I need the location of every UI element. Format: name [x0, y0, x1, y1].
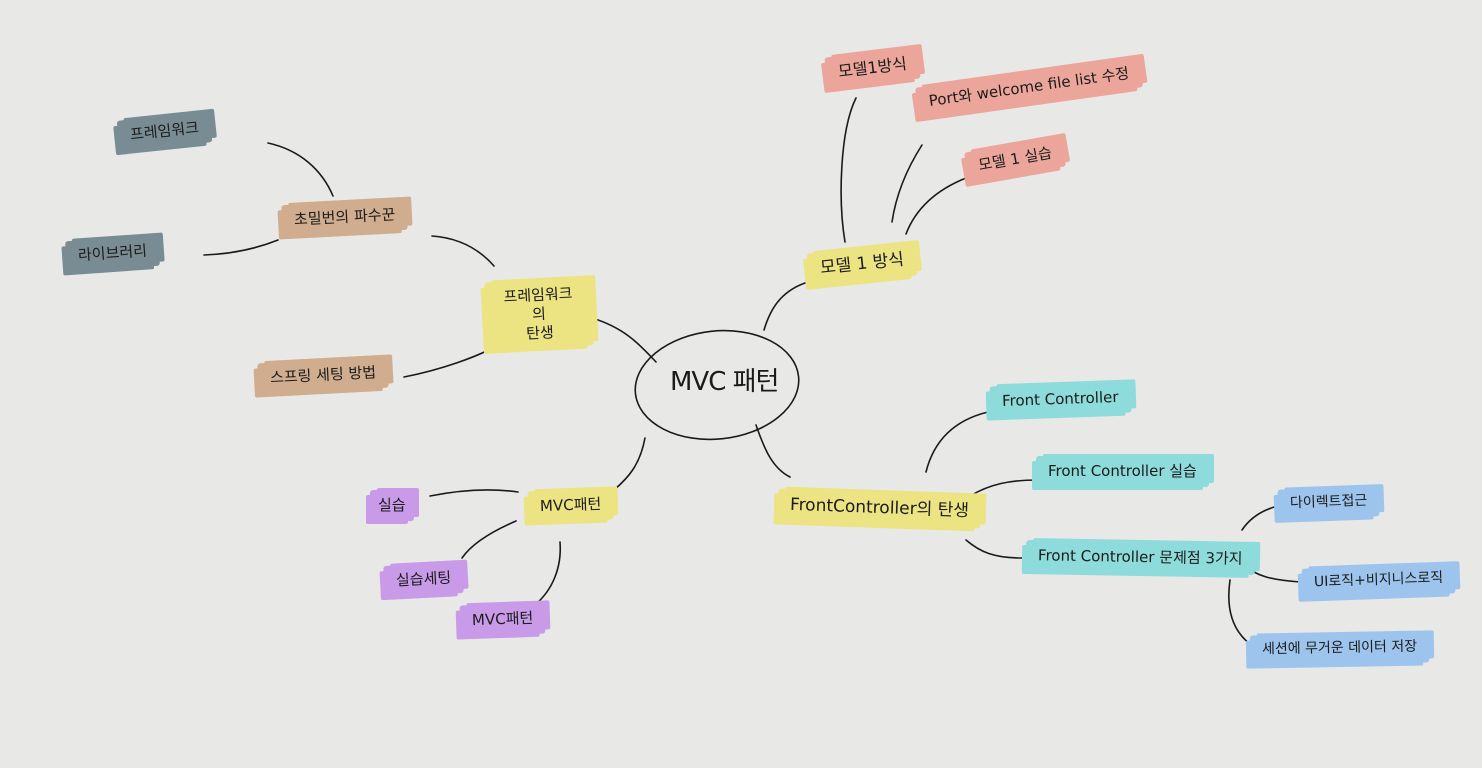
- connector-center-mvc: [613, 437, 646, 491]
- connector-fc-front: [925, 411, 989, 473]
- connector-center-framework: [591, 317, 657, 363]
- center-node-label: MVC 패턴: [670, 367, 779, 397]
- connector-problems-session: [1228, 579, 1251, 645]
- node-fc-practice: Front Controller 실습: [1036, 456, 1209, 487]
- node-ui-business: UI로직+비지니스로직: [1301, 563, 1456, 599]
- connector-mvc-setup: [461, 520, 517, 559]
- center-ellipse: [634, 329, 800, 441]
- connector-center-model1: [763, 282, 806, 331]
- connector-model1-practice: [905, 177, 967, 235]
- connector-mvc-practice: [429, 489, 519, 497]
- node-library: 라이브러리: [65, 234, 160, 272]
- branch-framework-birth-line1: 프레임워크의: [503, 284, 573, 324]
- node-front-controller: Front Controller: [989, 381, 1131, 418]
- connector-problems-direct: [1241, 505, 1279, 531]
- connector-model1-method: [840, 97, 857, 243]
- node-fc-problems: Front Controller 문제점 3가지: [1025, 540, 1255, 575]
- connector-model1-port: [891, 144, 923, 223]
- connector-framework-expert: [431, 235, 495, 267]
- node-expert-level: 초밀번의 파수꾼: [281, 198, 409, 237]
- connector-center-fc: [755, 424, 791, 478]
- branch-framework-birth: 프레임워크의 탄생: [484, 277, 594, 351]
- node-practice-setup: 실습세팅: [383, 561, 464, 597]
- branch-mvc-pattern: MVC패턴: [527, 488, 614, 523]
- node-practice: 실습: [370, 490, 414, 521]
- connector-fc-practice: [969, 479, 1039, 497]
- connector-lines: [203, 97, 1301, 645]
- node-mvc-sub: MVC패턴: [459, 602, 546, 637]
- branch-framework-birth-line2: 탄생: [525, 322, 555, 343]
- node-session-storage: 세션에 무거운 데이터 저장: [1249, 632, 1430, 666]
- connector-mvc-sub: [535, 541, 562, 605]
- connector-expert-framework: [267, 142, 334, 197]
- connector-expert-library: [203, 239, 279, 256]
- connector-fc-problems: [965, 539, 1023, 559]
- node-direct-access: 다이렉트접근: [1277, 486, 1380, 520]
